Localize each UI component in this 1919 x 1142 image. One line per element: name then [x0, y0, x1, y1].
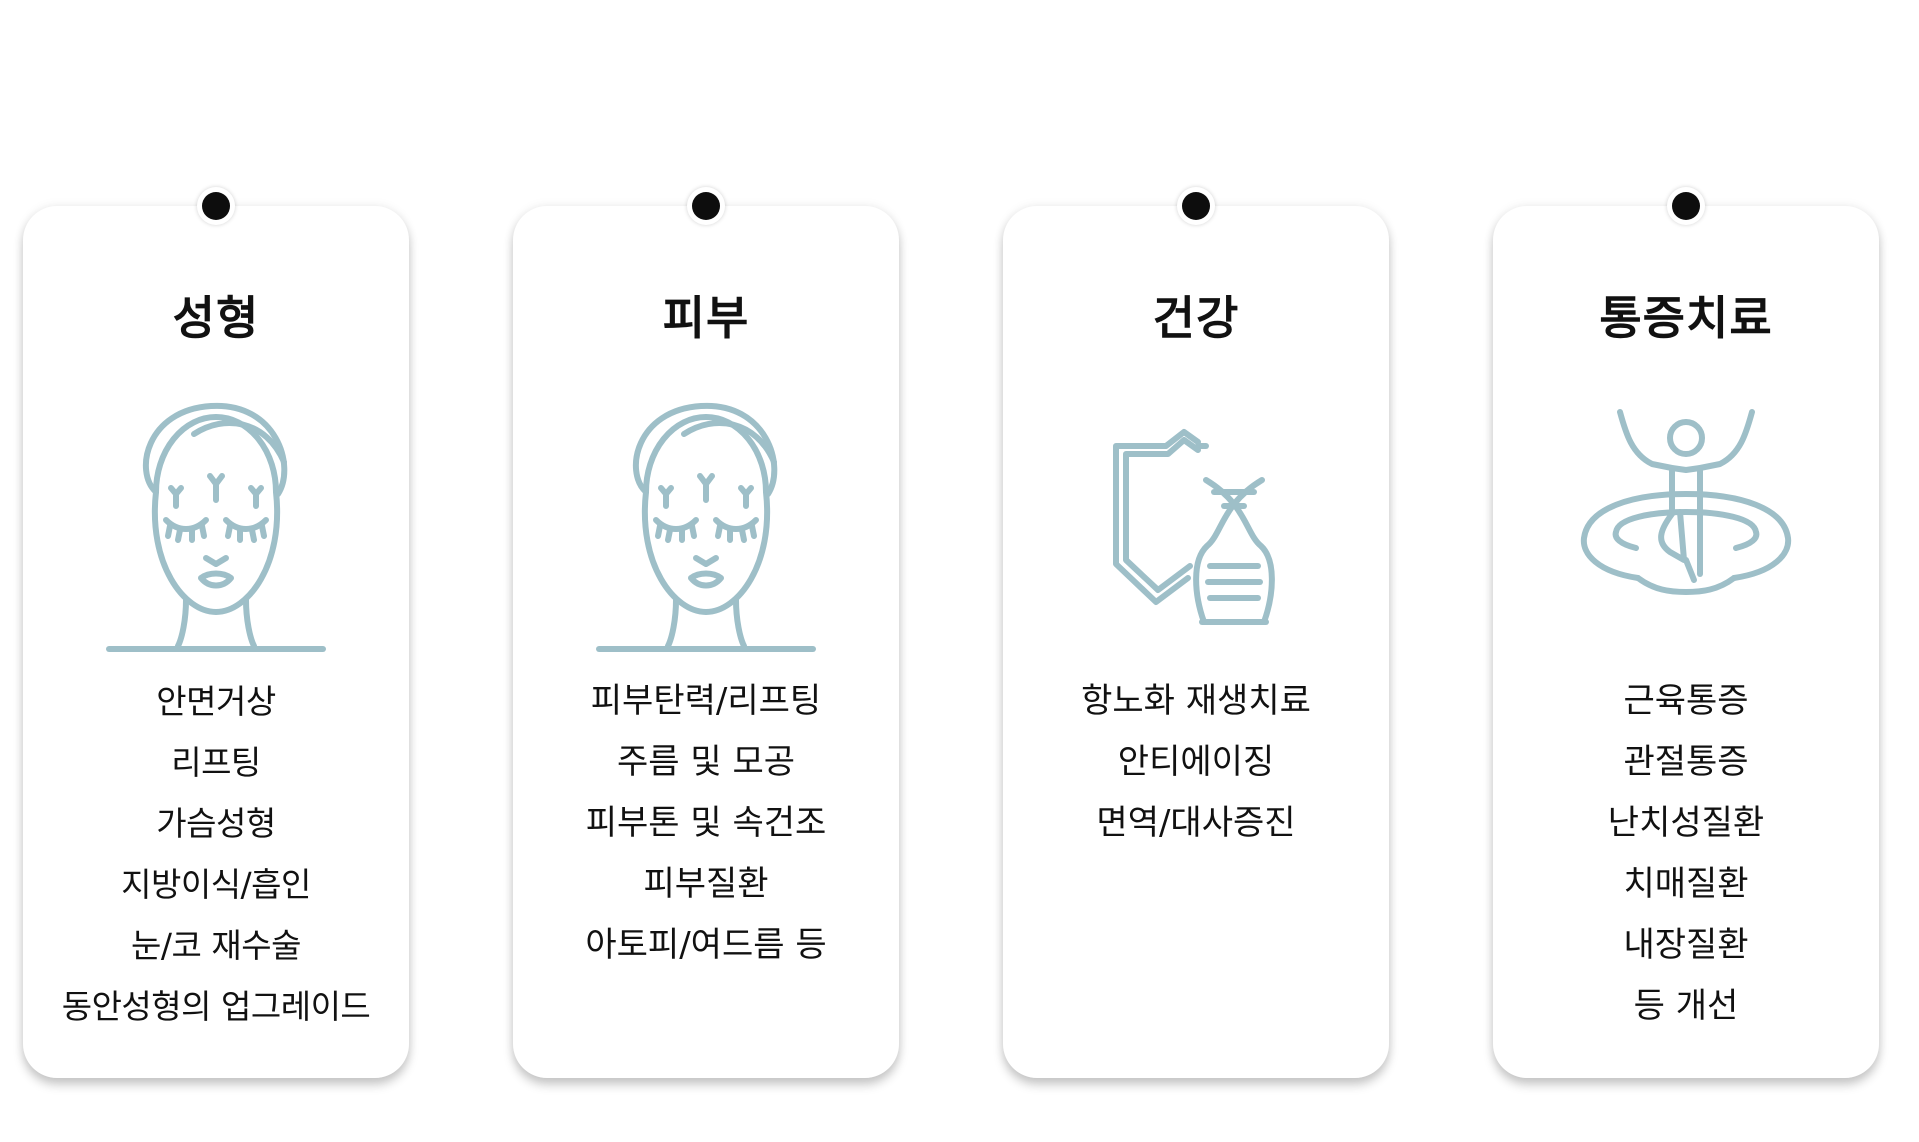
- dna-shield-icon: [1113, 429, 1275, 625]
- list-item: 가슴성형: [156, 804, 276, 843]
- list-item: 면역/대사증진: [1096, 803, 1296, 843]
- card-items-list: 피부탄력/리프팅 주름 및 모공 피부톤 및 속건조 피부질환 아토피/여드름 …: [513, 671, 899, 976]
- list-item: 항노화 재생치료: [1081, 681, 1311, 721]
- list-item: 동안성형의 업그레이드: [61, 987, 371, 1026]
- list-item: 안티에이징: [1117, 742, 1275, 782]
- card-items-list: 안면거상 리프팅 가슴성형 지방이식/흡인 눈/코 재수술 동안성형의 업그레이…: [23, 671, 409, 1037]
- list-item: 내장질환: [1623, 925, 1749, 965]
- list-item: 주름 및 모공: [616, 742, 795, 782]
- list-item: 관절통증: [1623, 742, 1749, 782]
- list-item: 리프팅: [171, 743, 261, 782]
- card-title: 성형: [172, 291, 260, 345]
- service-card-health[interactable]: 건강 항노화 재생치료 안티에이징 면역/대사증진: [1003, 187, 1389, 1078]
- list-item: 눈/코 재수술: [131, 926, 301, 965]
- list-item: 등 개선: [1633, 986, 1739, 1026]
- list-item: 치매질환: [1623, 864, 1749, 904]
- face-lift-icon: [106, 402, 326, 652]
- face-lift-icon: [596, 402, 816, 652]
- list-item: 지방이식/흡인: [121, 865, 311, 904]
- pin-icon: [1177, 187, 1215, 225]
- card-title: 통증치료: [1599, 291, 1773, 345]
- service-card-pain-treatment[interactable]: 통증치료 근육통증 관절통증 난치성질환 치매질환 내장질환 등 개선: [1493, 187, 1879, 1078]
- list-item: 피부탄력/리프팅: [590, 681, 822, 721]
- list-item: 안면거상: [156, 682, 276, 721]
- list-item: 근육통증: [1623, 681, 1749, 721]
- card-items-list: 항노화 재생치료 안티에이징 면역/대사증진: [1003, 671, 1389, 854]
- service-card-skin[interactable]: 피부 피부탄력/리프팅 주름 및 모공 피부톤 및 속건조 피부질환 아토피/여…: [513, 187, 899, 1078]
- card-items-list: 근육통증 관절통증 난치성질환 치매질환 내장질환 등 개선: [1493, 671, 1879, 1037]
- pin-icon: [1667, 187, 1705, 225]
- pin-icon: [687, 187, 725, 225]
- list-item: 피부질환: [643, 864, 769, 904]
- card-title: 피부: [662, 291, 750, 345]
- pain-relief-figure-icon: [1580, 409, 1792, 595]
- service-card-plastic-surgery[interactable]: 성형 안면거상 리프팅 가슴성형 지방이식/흡인 눈/코 재수술 동안성형: [23, 187, 409, 1078]
- card-title: 건강: [1152, 291, 1240, 345]
- list-item: 피부톤 및 속건조: [585, 803, 827, 843]
- list-item: 난치성질환: [1607, 803, 1765, 843]
- pin-icon: [197, 187, 235, 225]
- list-item: 아토피/여드름 등: [585, 925, 827, 965]
